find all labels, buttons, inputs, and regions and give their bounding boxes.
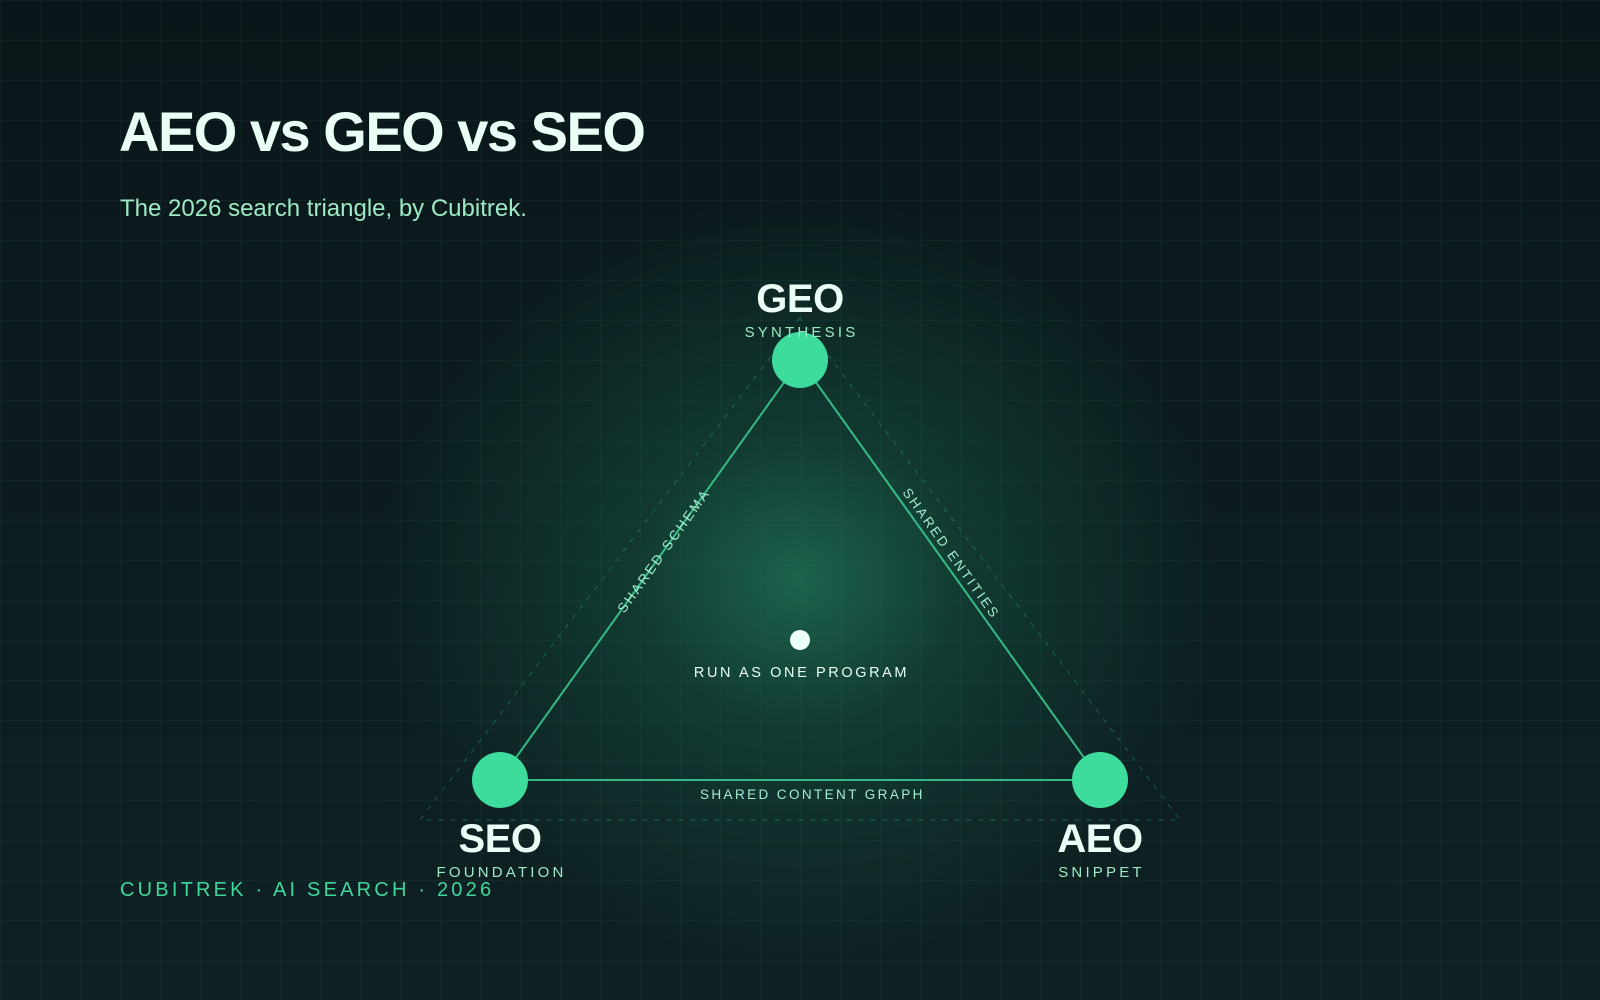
node-geo-subtitle: SYNTHESIS (744, 324, 859, 341)
node-aeo-circle[interactable] (1072, 752, 1128, 808)
node-geo-circle[interactable] (772, 332, 828, 388)
page-title: AEO vs GEO vs SEO (119, 100, 646, 163)
outer-dashed-triangle (418, 317, 1182, 821)
edge-seo-geo (499, 359, 801, 781)
node-seo-subtitle: FOUNDATION (436, 864, 567, 881)
node-seo-circle[interactable] (472, 752, 528, 808)
edge-label-shared-content-graph: SHARED CONTENT GRAPH (700, 787, 925, 802)
node-aeo-title: AEO (1057, 817, 1143, 861)
footer-credit: CUBITREK · AI SEARCH · 2026 (120, 879, 495, 901)
node-geo-title: GEO (756, 277, 844, 321)
center-label: RUN AS ONE PROGRAM (693, 665, 910, 681)
edge-geo-aeo (799, 359, 1101, 781)
node-aeo-subtitle: SNIPPET (1058, 864, 1145, 881)
page-subtitle: The 2026 search triangle, by Cubitrek. (120, 195, 527, 222)
node-seo-title: SEO (458, 817, 542, 861)
center-dot (790, 630, 810, 650)
